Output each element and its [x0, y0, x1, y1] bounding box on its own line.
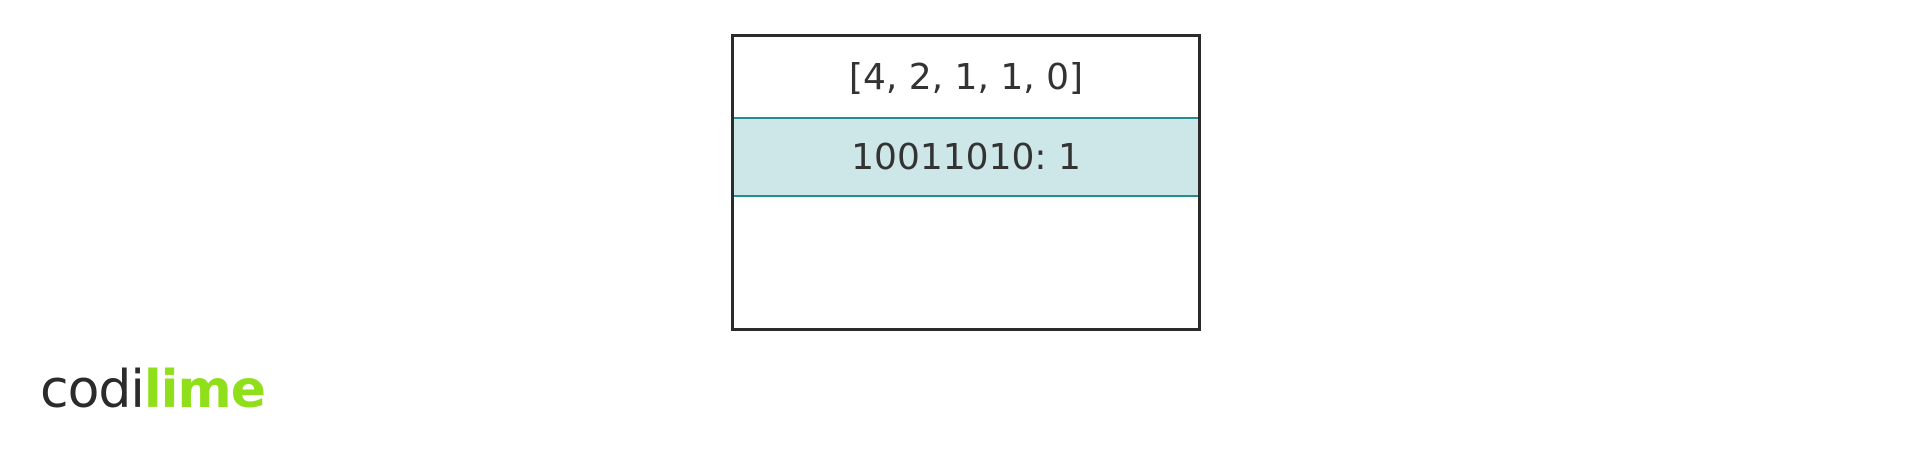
array-row: [4, 2, 1, 1, 0] — [734, 37, 1198, 117]
logo-text-green: lime — [143, 360, 266, 420]
array-label: [4, 2, 1, 1, 0] — [848, 56, 1084, 98]
highlighted-entry-row: 10011010: 1 — [734, 117, 1198, 197]
entry-label: 10011010: 1 — [851, 136, 1081, 178]
logo-text-dark: codi — [40, 360, 145, 420]
table-box: [4, 2, 1, 1, 0] 10011010: 1 — [731, 34, 1201, 331]
